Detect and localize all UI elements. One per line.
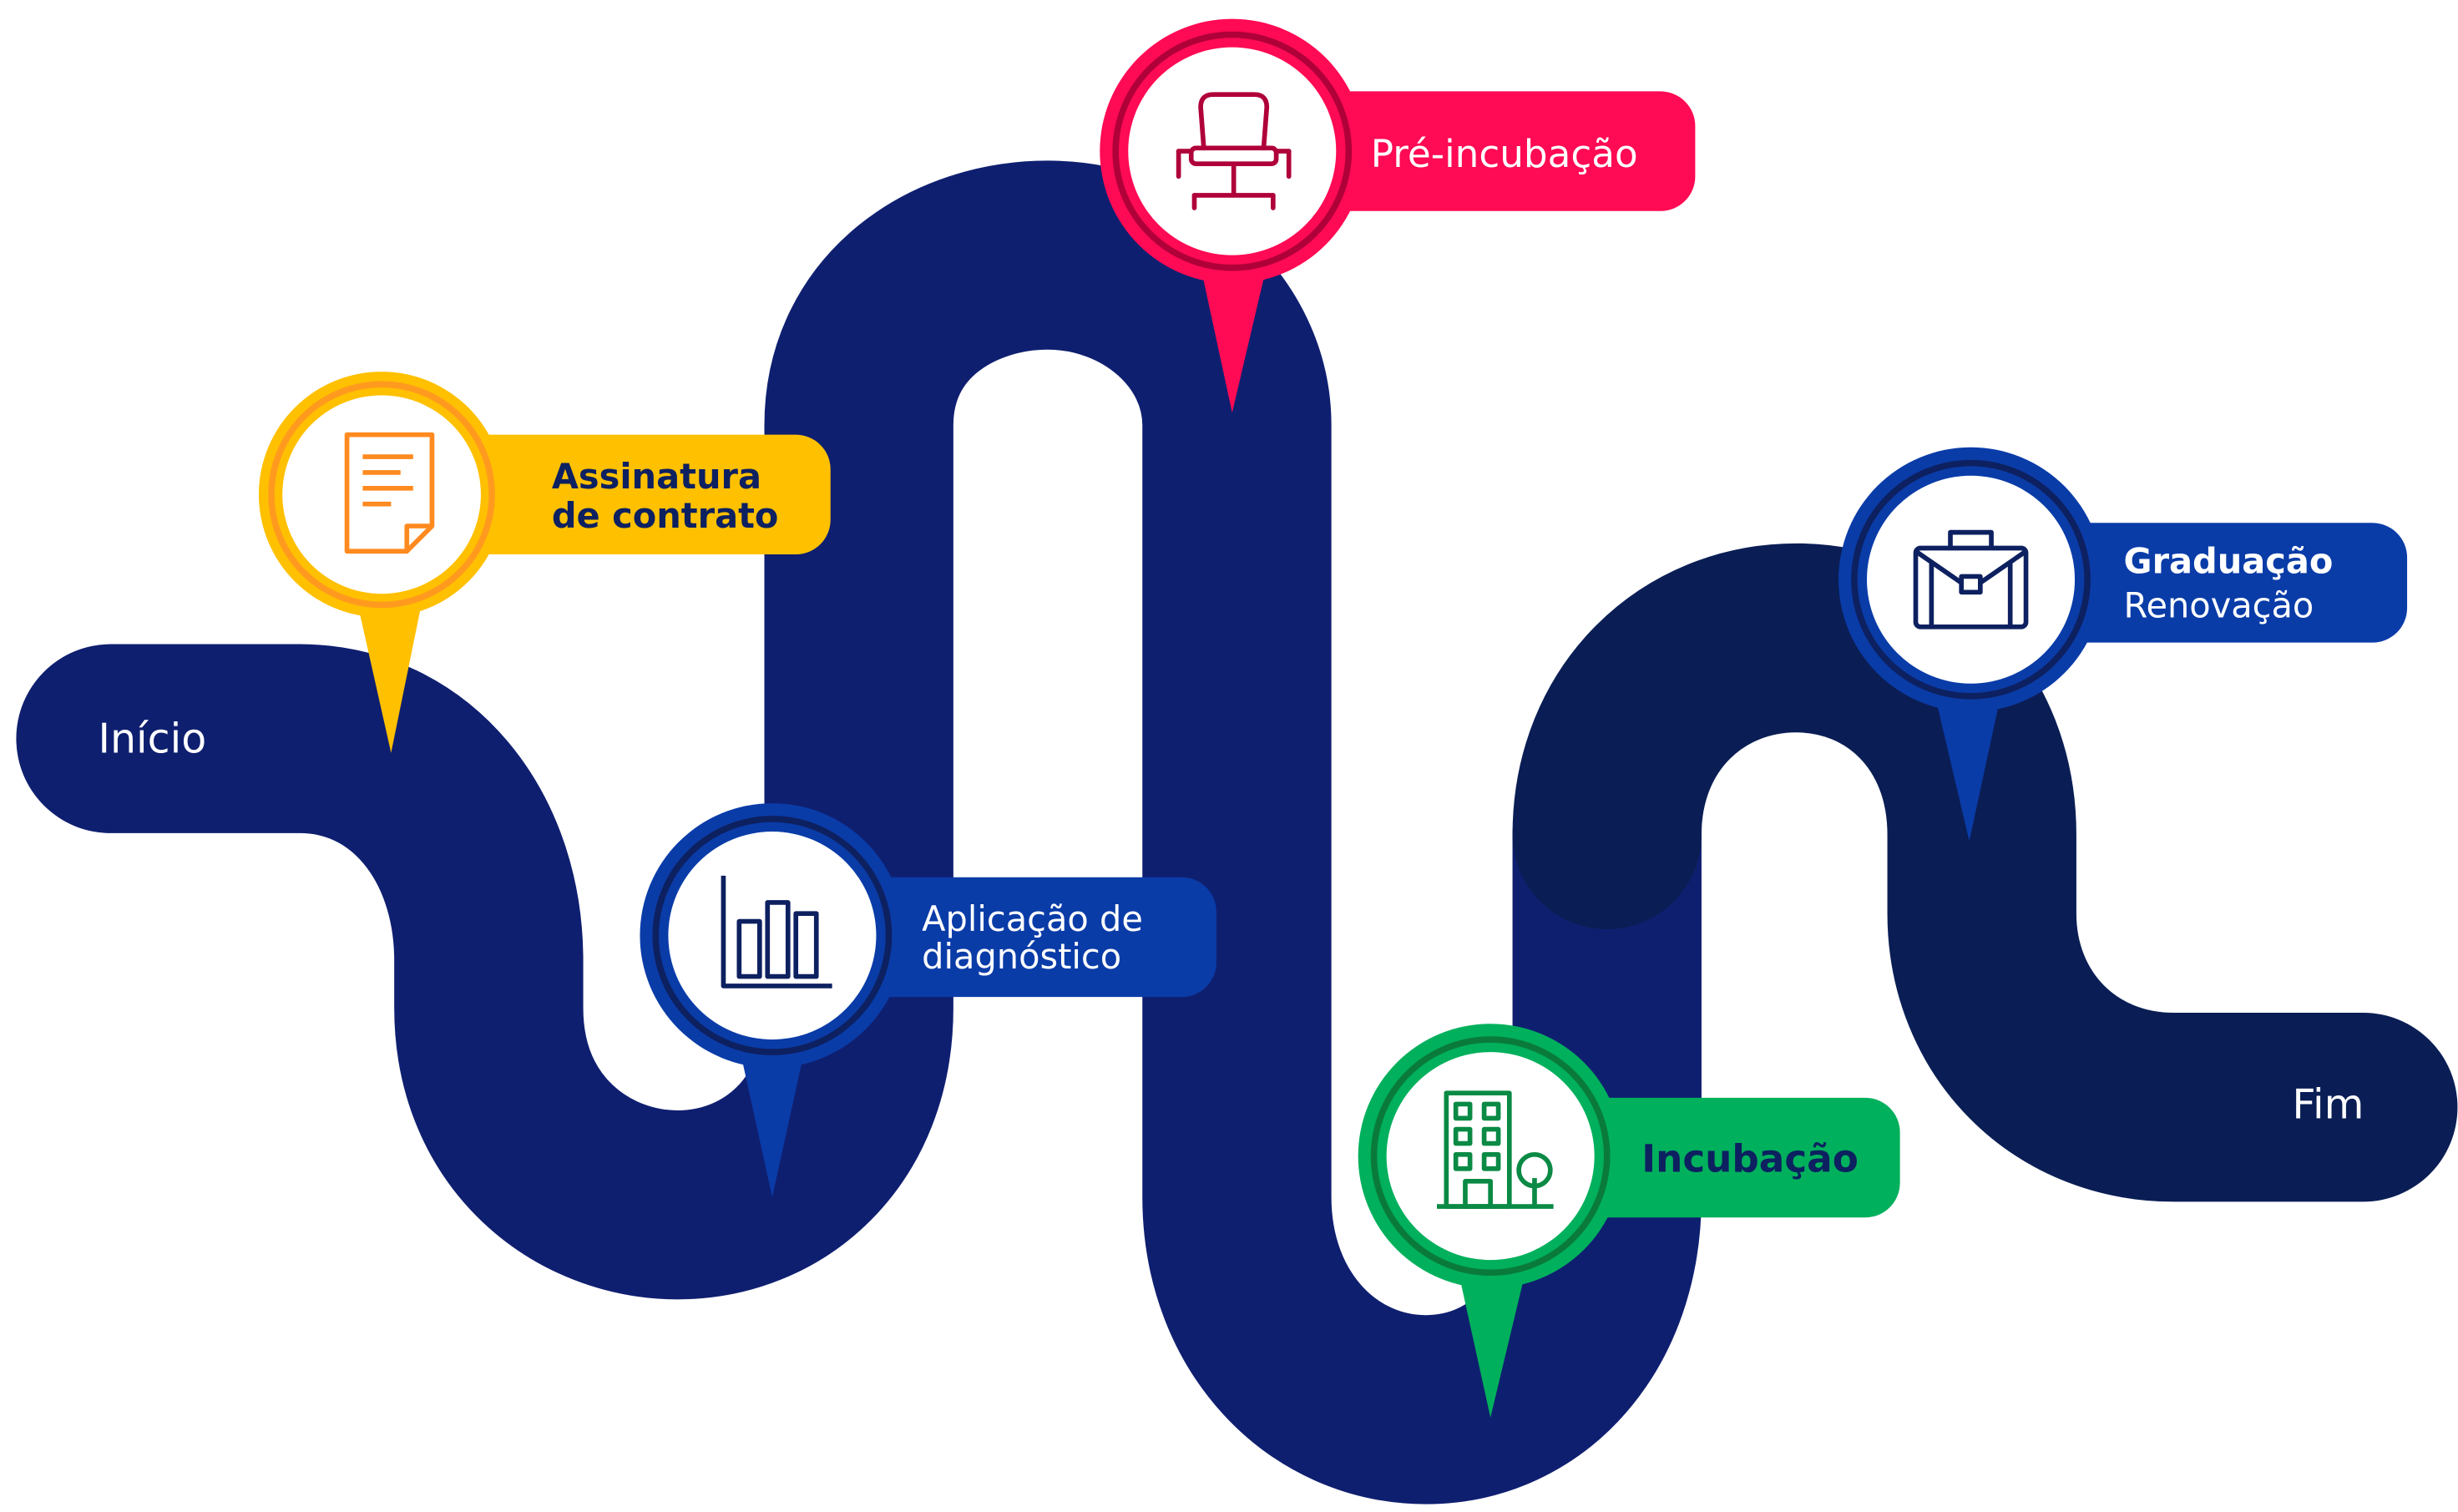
pre-incubation-label: Pré-incubação xyxy=(1371,132,1638,176)
pre-incubation-pin-inner-ring xyxy=(1112,31,1353,271)
diagnosis-label-line2: diagnóstico xyxy=(922,936,1121,977)
diagnosis-label-line1: Aplicação de xyxy=(922,898,1143,939)
contract-pin-inner-ring xyxy=(268,381,495,609)
graduation-label-line1: Graduação xyxy=(2124,541,2334,582)
contract-label-line2: de contrato xyxy=(552,495,779,536)
stage-contract: Assinatura de contrato xyxy=(258,372,831,753)
briefcase-icon xyxy=(1913,529,2029,630)
graduation-pin-face xyxy=(1867,475,2076,684)
stage-graduation: Graduação Renovação xyxy=(1838,447,2408,842)
graduation-pin-inner-ring xyxy=(1851,459,2091,700)
office-chair-icon xyxy=(1176,92,1292,210)
incubation-pin-inner-ring xyxy=(1370,1036,1611,1277)
stage-incubation: Incubação xyxy=(1358,1024,1900,1418)
pre-incubation-pin-tip xyxy=(1197,251,1271,413)
document-icon xyxy=(344,432,435,554)
stage-diagnosis: Aplicação de diagnóstico xyxy=(640,803,1216,1197)
building-tree-icon xyxy=(1437,1090,1554,1209)
graduation-label-line2: Renovação xyxy=(2124,584,2314,625)
diagnosis-pin-inner-ring xyxy=(652,816,893,1055)
bar-chart-icon xyxy=(721,875,832,989)
graduation-pin-tip xyxy=(1931,680,2005,842)
pre-incubation-pin-face xyxy=(1128,47,1337,255)
end-label: Fim xyxy=(2292,1080,2364,1128)
contract-label-line1: Assinatura xyxy=(552,456,761,497)
contract-pin-tip xyxy=(356,598,423,753)
stage-pre-incubation: Pré-incubação xyxy=(1100,18,1696,413)
diagnosis-pin-face xyxy=(668,832,877,1040)
road-segment-main xyxy=(16,160,1702,1504)
start-label: Início xyxy=(99,715,207,763)
diagnosis-pin-tip xyxy=(737,1039,807,1197)
incubation-pin-tip xyxy=(1455,1260,1529,1418)
contract-pin-face xyxy=(282,395,481,594)
incubation-label: Incubação xyxy=(1641,1137,1859,1181)
